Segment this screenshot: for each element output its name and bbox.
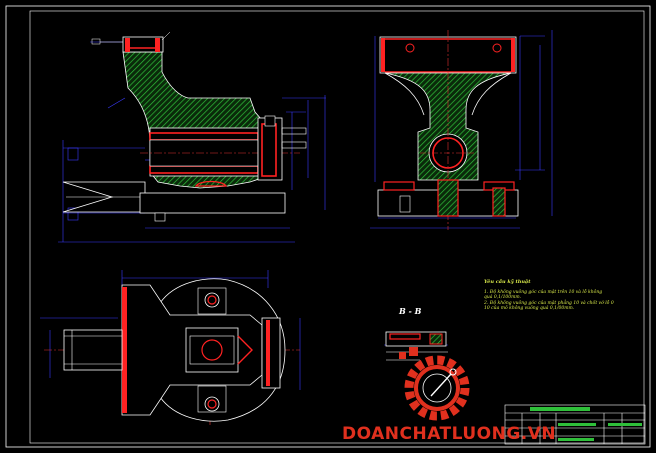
notes-title: Yêu cầu kỹ thuật bbox=[484, 279, 531, 285]
sheet-border bbox=[5, 5, 651, 448]
section-b-b bbox=[384, 331, 448, 361]
title-block bbox=[504, 404, 646, 445]
technical-notes: Yêu cầu kỹ thuật 1. Độ không vuông góc c… bbox=[484, 279, 644, 312]
notes-line: quá 0,1/100mm. bbox=[484, 295, 522, 300]
watermark-tld: .VN bbox=[520, 424, 557, 444]
watermark: DOANCHATLUONG.VN bbox=[342, 424, 556, 444]
gear-logo bbox=[399, 347, 470, 421]
top-view bbox=[40, 270, 301, 425]
sheet-inner-border bbox=[29, 10, 645, 444]
notes-line: 1. Độ không vuông góc của mặt trên 10 và… bbox=[484, 289, 603, 295]
side-view bbox=[370, 30, 553, 230]
watermark-text: DOANCHATLUONG bbox=[342, 424, 521, 444]
notes-line: 10 của mô không vuông quá 0,1/00mm. bbox=[484, 306, 575, 311]
notes-line: 2. Độ không vuông góc của mặt phẳng 10 v… bbox=[484, 300, 614, 306]
section-label: B - B bbox=[399, 306, 422, 316]
front-view bbox=[58, 31, 326, 243]
